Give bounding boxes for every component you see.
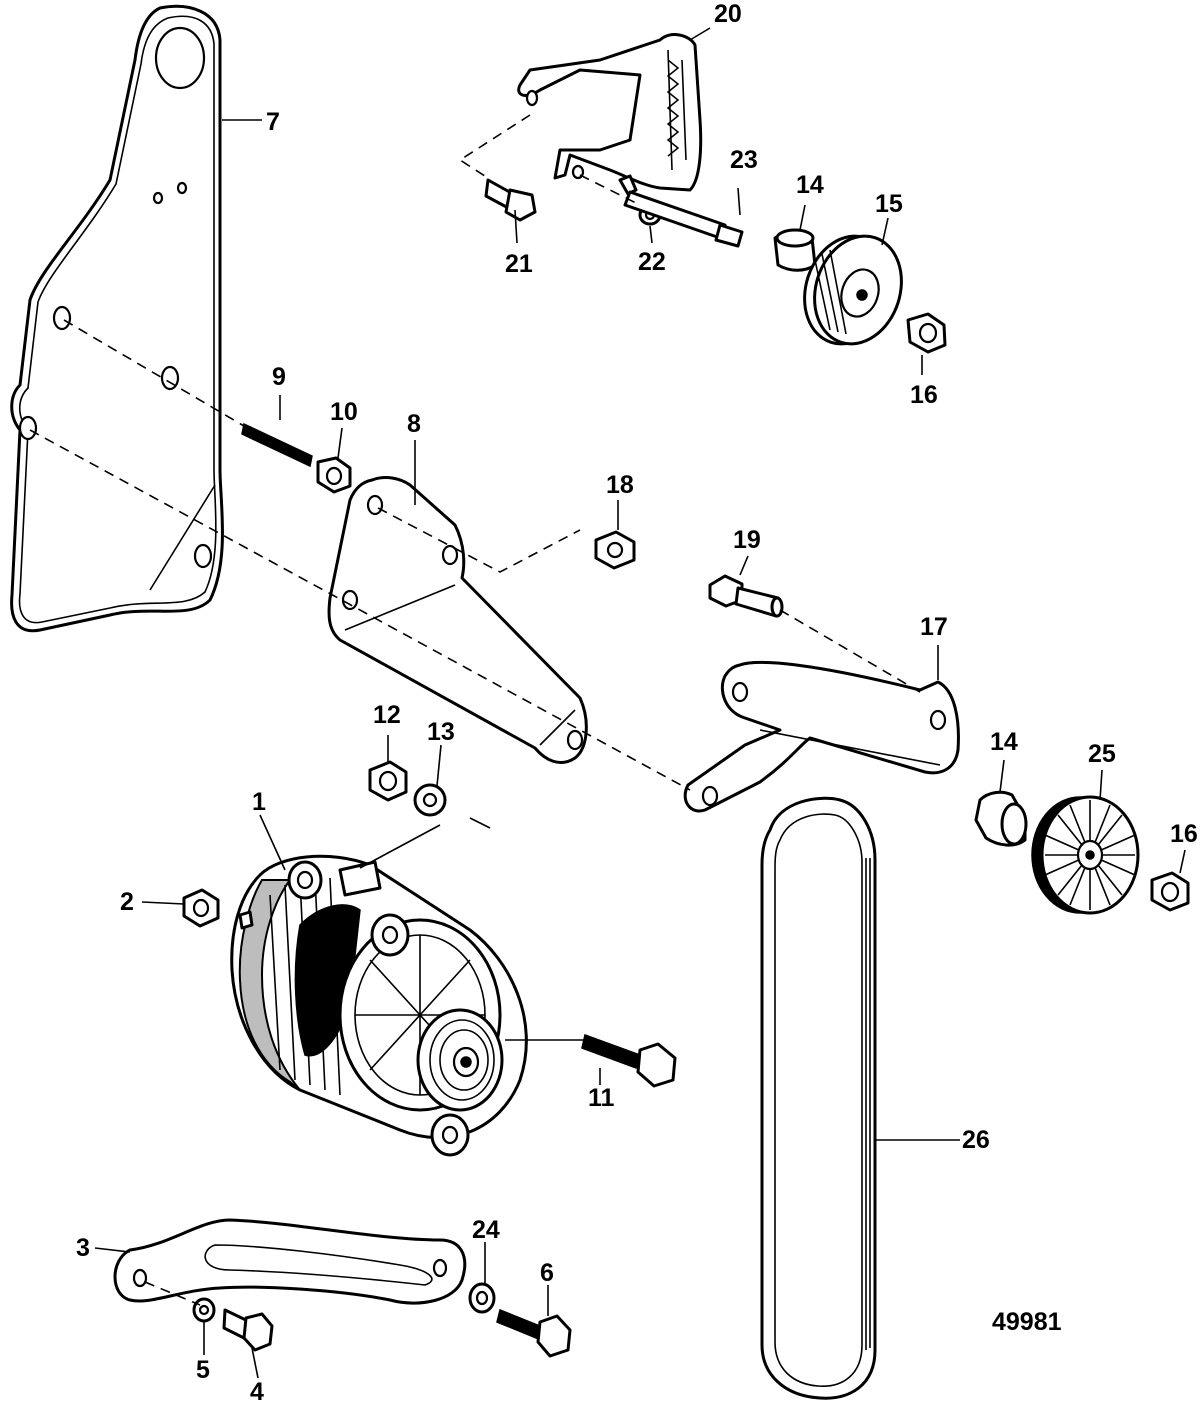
callout-18: 18 [606,471,634,499]
part-25-idler-pulley [1031,795,1140,915]
part-2-nut [182,888,220,928]
part-14-spacer-top [773,228,817,272]
callout-11: 11 [588,1084,615,1112]
part-26-drive-belt [760,796,877,1400]
callout-13: 13 [427,718,455,746]
part-14-spacer-lower [974,790,1028,847]
callout-labels: 7 20 21 22 23 14 15 16 9 10 8 18 19 17 1… [76,0,1198,1406]
callout-10: 10 [330,398,358,426]
callout-5: 5 [196,1356,210,1384]
part-9-stud [241,422,313,468]
callout-9: 9 [272,363,286,391]
part-19-bolt [708,574,784,618]
part-6-bolt [496,1308,572,1358]
callout-12: 12 [373,701,401,729]
part-13-washer [413,783,447,817]
part-5-washer [192,1297,216,1323]
callout-19: 19 [733,526,761,554]
callout-7: 7 [266,108,280,136]
callout-6: 6 [540,1259,554,1287]
part-18-nut [594,530,636,570]
callout-1: 1 [252,788,266,816]
part-11-bolt [581,1034,677,1088]
callout-20: 20 [714,0,742,28]
figure-number: 49981 [992,1308,1062,1336]
part-7-mounting-plate [10,4,224,633]
callout-25: 25 [1088,740,1116,768]
callout-23: 23 [730,146,758,174]
part-3-adjusting-strap [113,1218,467,1305]
callout-17: 17 [920,613,948,641]
part-4-bolt [222,1308,274,1352]
assembly-lines [29,114,921,1306]
part-17-bracket [683,660,960,813]
part-1-alternator [230,854,528,1157]
part-8-bracket [327,476,588,764]
callout-26: 26 [962,1126,990,1154]
leader-lines [94,27,1186,1379]
callout-22: 22 [638,248,666,276]
callout-24: 24 [472,1216,500,1244]
callout-16-top: 16 [910,381,938,409]
part-12-nut [368,760,408,802]
part-16-nut-lower [1150,871,1190,912]
callout-14-lower: 14 [990,728,1018,756]
part-20-tensioner-bracket [517,33,703,192]
callout-14-top: 14 [796,171,824,199]
part-10-nut [316,456,352,494]
part-24-washer [468,1282,496,1314]
callout-3: 3 [76,1234,90,1262]
callout-2: 2 [120,888,134,916]
callout-16-lower: 16 [1170,820,1198,848]
part-21-bolt [484,178,537,222]
part-15-idler-pulley [803,234,903,346]
callout-15: 15 [875,190,903,218]
callout-21: 21 [505,250,533,278]
callout-8: 8 [407,410,421,438]
part-16-nut-top [906,312,947,354]
part-23-stud [618,174,744,248]
callout-4: 4 [250,1378,264,1406]
